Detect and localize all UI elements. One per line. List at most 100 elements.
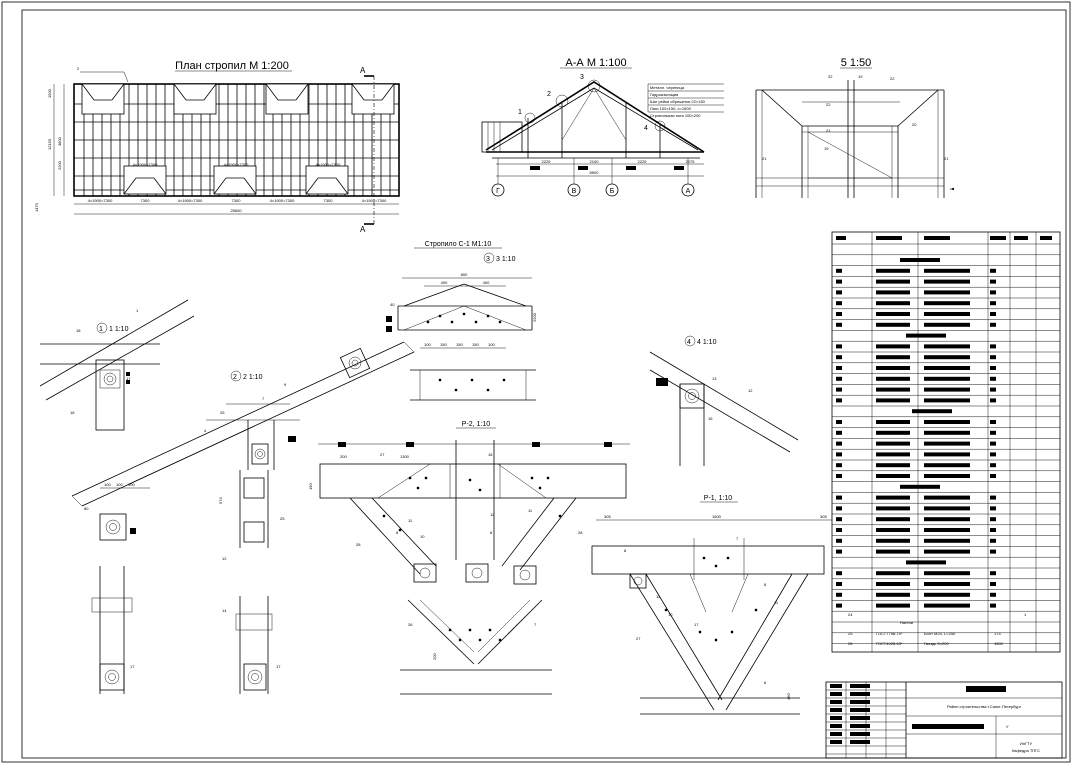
post-tag: 25 [280,516,285,521]
node2-tag: 7 [262,396,265,401]
spec-doc-cell [876,420,910,424]
p1-title: Р-1, 1:10 [704,495,733,502]
detail5-label: 22 [828,74,833,79]
bolt-mark [714,564,718,568]
plan-dormer-hip [173,83,187,101]
node1-tag: 18 [76,328,81,333]
p1-tag: 11 [774,600,779,605]
p2-title: Р-2, 1:10 [462,421,491,428]
node1-label: 1 1:10 [109,326,129,333]
bolt-mark [438,314,442,318]
plan-dormer-hip [265,83,279,101]
bolt-mark [426,320,430,324]
spec-name-cell [924,387,970,392]
spec-doc-cell [876,430,910,435]
plan-title: План стропил М 1:200 [175,60,289,72]
spec-name-cell [924,592,970,597]
plan-dormer [123,165,167,195]
spec-num: 26 [848,641,853,646]
node4-tag: 12 [748,388,753,393]
spec-redacted-cells [836,236,1052,608]
post-dim: 80 [84,506,89,511]
bolt-mark [664,608,668,612]
section-callout-3: 3 [580,74,584,81]
spec-group-cell [906,560,946,565]
detail5-label: 19 [824,146,829,151]
plan-bottom-dim: 4×1900=7300 [362,198,387,203]
post-tag: 17 [276,664,281,669]
spec-num-cell [836,344,842,349]
spec-name-cell [924,582,970,586]
stamp-org-2: Кафедра ТПГС [1012,748,1040,753]
bolt-mark [450,320,454,324]
spec-qty-cell [990,582,996,586]
roof-layer: Гидроизоляция [650,92,678,97]
spec-mass: 1 [1024,612,1027,617]
plan-dormer [173,83,217,115]
bolt-mark [498,320,502,324]
stamp-cell [830,684,842,688]
spec-num-cell [836,290,842,295]
stamp-cell [830,732,842,736]
rafter-dim: 2200 [532,312,537,322]
detail5-title: 5 1:50 [841,57,872,69]
stamp-district: Район строительства г.Санкт-Петербург [947,704,1022,709]
spec-doc: ГОСТ7798-70* [876,631,903,636]
spec-doc-cell [876,366,910,370]
post-details: 100 100 100 80 17 574 12 25 14 17 [84,470,285,694]
node-4: 4 4 1:10 16 13 12 [649,335,799,466]
p1-dim: 305 [604,514,611,519]
p2-tag: 26 [408,622,413,627]
stamp-cell [830,740,842,744]
spec-doc-cell [876,571,910,576]
spec-doc-cell [876,387,910,392]
plan-bottom-dim: 4×1900=7300 [178,198,203,203]
stamp-cell [830,708,842,712]
stamp-cell [850,724,870,728]
spec-name-cell [924,398,970,403]
plan-bottom-dim: 4×1900=7300 [88,198,113,203]
section-callout-1: 1 [518,109,522,116]
rafter-dim: 100 [424,342,431,347]
axis-bubble: А [686,188,691,195]
stamp-cell [850,740,870,744]
spec-name-cell [924,312,970,316]
spec-qty: 1600 [994,641,1004,646]
spec-doc-cell [876,452,910,457]
spec-doc-cell [876,506,910,511]
plan-bottom-dim: 4×1900=7300 [270,198,295,203]
spec-qty-cell [990,387,996,392]
spec-doc-cell [876,268,910,273]
plan-dormer-hip [305,177,319,195]
spec-name-cell [924,344,970,349]
spec-header-cell [990,236,1006,240]
spec-name: Болт М20, L=250 [924,631,956,636]
axis-bubble: Г [496,188,500,195]
bolt-mark [754,608,758,612]
plan-dormer-hip [381,83,395,101]
spec-name-cell [924,376,970,381]
spec-name-cell [924,571,970,576]
roof-layer: Стропильная нога 100×200 [650,113,701,118]
detail-5: 5 1:50 21 22 19 22 22 20 21 [755,57,955,198]
rafter-dim: 150 [472,342,479,347]
spec-name-cell [924,279,970,284]
bolt-mark [424,476,428,480]
spec-doc-cell [876,398,910,403]
bar-bolts [438,378,506,392]
bolt-mark [530,476,534,480]
spec-doc-cell [876,582,910,586]
post-dim: 100 [128,482,135,487]
rafter-dim: 150 [456,342,463,347]
spec-qty-cell [990,538,996,543]
p2-bottom-bolts [448,628,502,642]
spec-name-cell [924,441,970,446]
node4-label: 4 1:10 [697,339,717,346]
p2-dim: 190 [308,483,313,490]
spec-num-cell [836,376,842,381]
spec-num-cell [836,355,842,360]
p1-tag: 11 [656,594,661,599]
plan-dormer-hip [213,177,227,195]
spec-num-cell [836,582,842,586]
plan-left-dim-2: 2200 [57,160,62,170]
